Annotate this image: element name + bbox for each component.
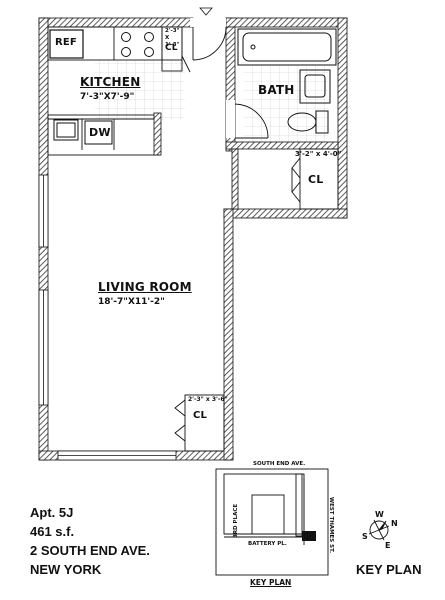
key-plan-map [215,468,329,576]
dw-label: DW [89,126,111,139]
bottom-closet-label: CL [193,410,208,421]
apartment-area: 461 s.f. [30,524,75,539]
bottom-closet-dims: 2'-3" x 3'-6" [188,396,228,403]
living-room-dims: 18'-7"X11'-2" [98,297,165,307]
right-closet [291,148,339,210]
compass-south: S [362,532,368,541]
street-east: WEST THAMES ST. [328,497,334,554]
entry-arrow-icon [199,7,213,16]
bath-door [226,100,269,139]
bottom-closet [174,394,225,452]
kitchen-dims: 7'-3"X7'-9" [80,92,135,102]
compass-east: E [385,541,391,550]
right-closet-label: CL [308,173,324,186]
kitchen-label: KITCHEN [80,75,141,89]
bath-label: BATH [258,83,295,97]
compass-west: W [375,510,384,519]
apartment-unit: Apt. 5J [30,505,74,520]
refrigerator [49,29,84,59]
window-bottom [57,450,177,461]
bath-floor-tile [244,66,328,148]
living-room-label: LIVING ROOM [98,280,192,294]
toilet [287,110,329,134]
ref-label: REF [55,37,77,48]
apartment-city: NEW YORK [30,562,102,577]
street-south: BATTERY PL. [248,541,287,547]
kitchen-floor-tile [95,60,185,120]
key-plan-caption: KEY PLAN [250,578,292,587]
entry-door [190,18,227,61]
street-north: SOUTH END AVE. [253,461,306,467]
kitchen-closet-dims: 2'-3" X 1'-3" [165,28,180,48]
right-closet-wall [231,148,239,210]
kitchen-wall-stub [153,112,162,156]
dishwasher [84,120,113,145]
apartment-address: 2 SOUTH END AVE. [30,543,150,558]
window-left [38,174,49,406]
kitchen-sink [53,119,79,141]
compass-north: N [391,519,398,528]
stove-burners [121,32,154,57]
key-plan-highlight [302,531,316,541]
bath-sink [299,69,331,104]
key-plan-title: KEY PLAN [356,562,422,577]
right-closet-dims: 3'-2" x 4'-0" [295,150,342,158]
kitchen-closet-label: CL [165,43,178,53]
bathtub [237,28,337,66]
street-west: 3RD PLACE [233,503,239,538]
kitchen-closet [161,26,191,73]
compass-rose [368,519,390,541]
